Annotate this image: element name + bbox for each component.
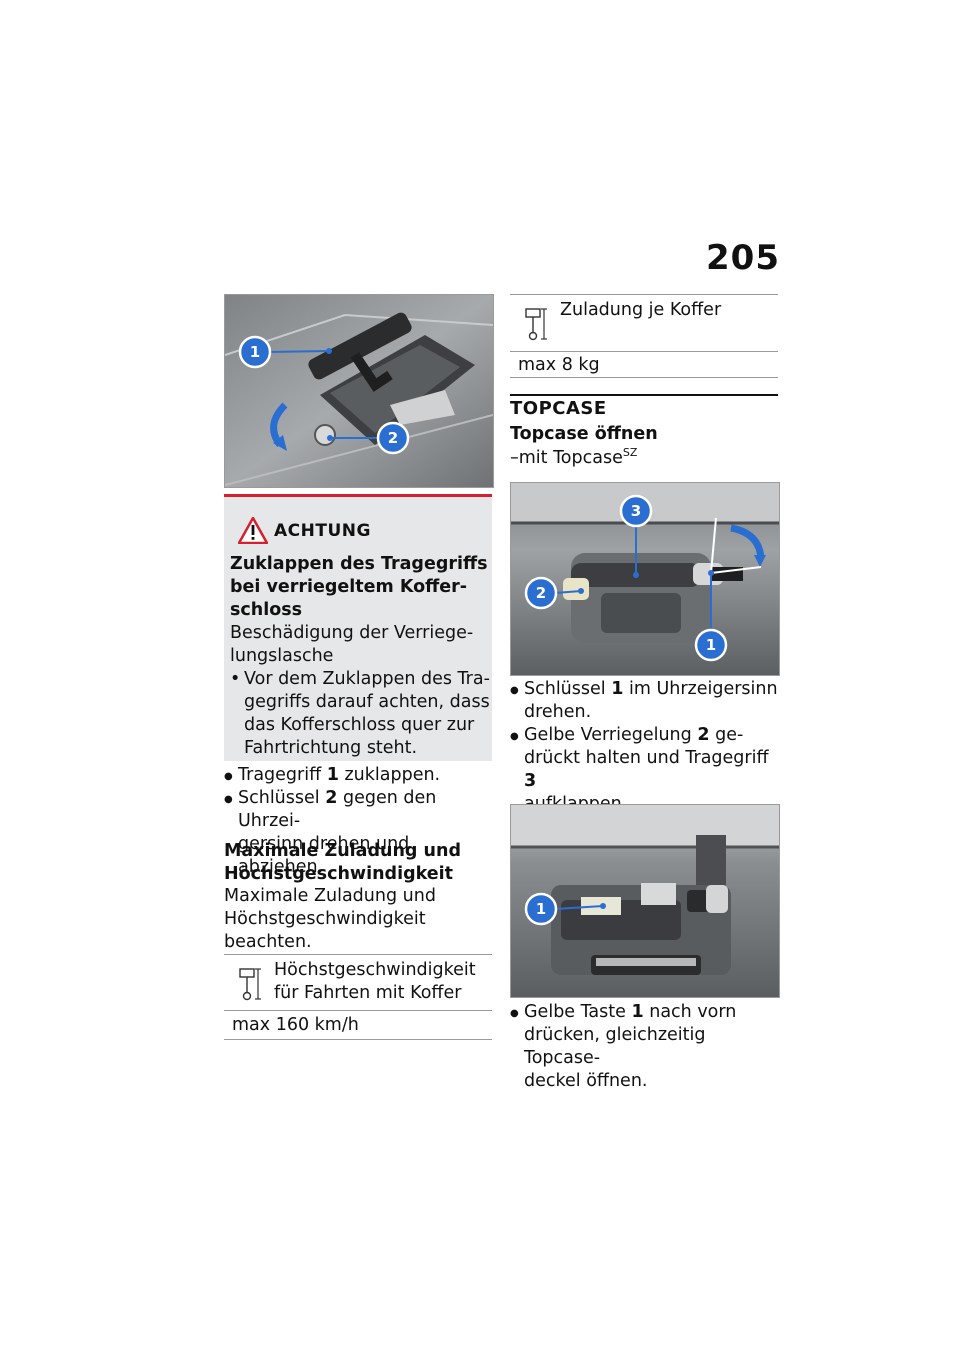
callout-3: 3 [619, 494, 653, 528]
svg-text:1: 1 [706, 636, 716, 654]
spec-label: Höchstgeschwindigkeit für Fahrten mit Ko… [274, 960, 476, 1003]
max-load-heading: Maximale Zuladung und Höchstgeschwindigk… [224, 841, 461, 884]
callout-1: 1 [238, 335, 272, 369]
list-item: Tragegriff 1 zuklappen. [224, 764, 494, 788]
figure-case-handle: 1 2 [224, 294, 494, 488]
callout-1: 1 [524, 892, 558, 926]
callout-1: 1 [694, 628, 728, 662]
weight-spec-icon [238, 967, 262, 1005]
warning-header: ACHTUNG [224, 516, 492, 548]
warning-action-list: Vor dem Zuklappen des Tra- gegriffs dara… [230, 668, 492, 760]
svg-text:1: 1 [250, 343, 260, 361]
special-equipment-mark: SZ [622, 446, 638, 459]
subsection-title: Topcase öffnen [510, 424, 658, 444]
svg-text:3: 3 [631, 502, 641, 520]
callout-2: 2 [376, 421, 410, 455]
list-item: Schlüssel 2 gegen den Uhrzei- gersinn dr… [224, 787, 494, 879]
page-number: 205 [706, 238, 780, 278]
topcase-step-list-b: Gelbe Taste 1 nach vorn drücken, gleichz… [510, 1001, 780, 1093]
weight-spec-icon [524, 307, 548, 345]
list-item: Schlüssel 1 im Uhrzeigersinn drehen. [510, 678, 780, 724]
equipment-condition: –mit TopcaseSZ [510, 446, 638, 468]
warning-triangle-icon [237, 516, 269, 548]
warning-box: ACHTUNG Zuklappen des Tragegriffs bei ve… [224, 494, 492, 761]
spec-table-header: Zuladung je Koffer [510, 295, 778, 352]
list-item: Gelbe Verriegelung 2 ge- drückt halten u… [510, 724, 780, 816]
section-title: TOPCASE [510, 398, 607, 419]
list-item: Gelbe Taste 1 nach vorn drücken, gleichz… [510, 1001, 780, 1093]
spec-table-header: Höchstgeschwindigkeit für Fahrten mit Ko… [224, 955, 492, 1011]
spec-value: max 160 km/h [232, 1015, 359, 1035]
warning-action: Vor dem Zuklappen des Tra- gegriffs dara… [230, 668, 492, 760]
left-step-list: Tragegriff 1 zuklappen. Schlüssel 2 gege… [224, 764, 494, 879]
spec-table-max-speed: Höchstgeschwindigkeit für Fahrten mit Ko… [224, 954, 492, 1040]
max-load-body: Maximale Zuladung und Höchstgeschwindigk… [224, 886, 436, 952]
warning-consequence: Beschädigung der Verriege- lungslasche [230, 623, 474, 666]
spec-table-load-per-case: Zuladung je Koffer max 8 kg [510, 294, 778, 378]
svg-text:1: 1 [536, 900, 546, 918]
spec-label: Zuladung je Koffer [560, 300, 722, 320]
section-divider [510, 394, 778, 396]
svg-text:2: 2 [388, 429, 398, 447]
figure-topcase-button: 1 [510, 804, 780, 998]
warning-title: ACHTUNG [274, 521, 371, 541]
spec-value: max 8 kg [518, 355, 600, 375]
callout-2: 2 [524, 576, 558, 610]
svg-text:2: 2 [536, 584, 546, 602]
figure-topcase-lock: 3 2 1 [510, 482, 780, 676]
warning-heading: Zuklappen des Tragegriffs bei verriegelt… [230, 554, 488, 620]
topcase-step-list-a: Schlüssel 1 im Uhrzeigersinn drehen. Gel… [510, 678, 780, 816]
